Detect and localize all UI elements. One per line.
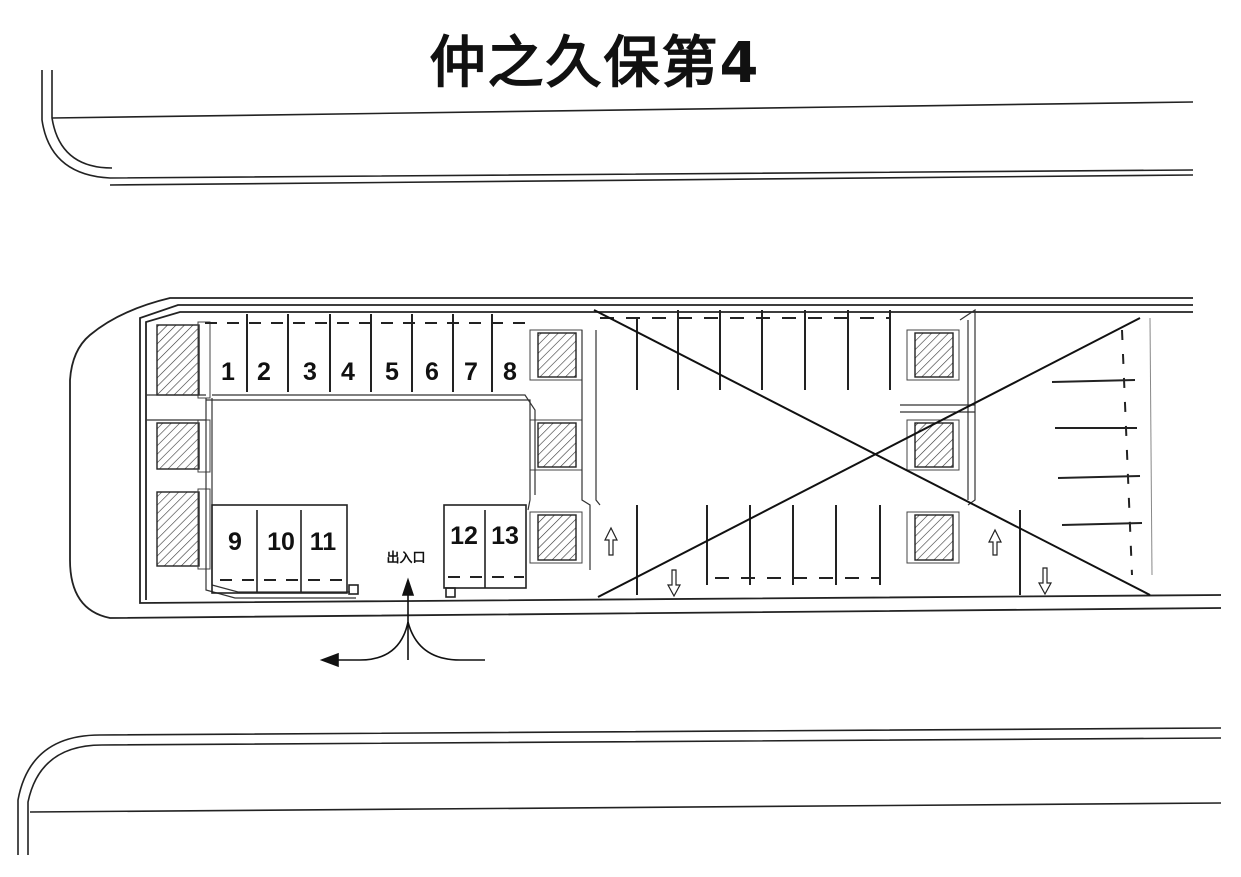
parking-space-4: 4 xyxy=(341,358,355,386)
parking-space-2: 2 xyxy=(257,358,271,386)
parking-space-numbers: 1 2 3 4 5 6 7 8 9 10 11 12 13 xyxy=(221,358,519,556)
parking-space-5: 5 xyxy=(385,358,399,386)
parking-space-12: 12 xyxy=(450,522,478,550)
lower-road xyxy=(17,727,1222,855)
parking-space-6: 6 xyxy=(425,358,439,386)
lot-boundary xyxy=(69,297,1222,619)
parking-space-9: 9 xyxy=(228,528,242,556)
parking-space-13: 13 xyxy=(491,522,519,550)
parking-space-8: 8 xyxy=(503,358,517,386)
traffic-arrows xyxy=(604,526,1053,598)
upper-road xyxy=(41,70,1194,186)
entrance-label: 出入口 xyxy=(386,550,425,566)
crossed-out-area xyxy=(593,309,1151,598)
storage-blocks xyxy=(156,324,954,567)
entrance-arrow xyxy=(319,577,485,668)
walkways xyxy=(146,308,976,599)
map-title: 仲之久保第4 xyxy=(429,31,761,96)
top-row-lines xyxy=(205,314,530,392)
parking-space-3: 3 xyxy=(303,358,317,386)
parking-space-11: 11 xyxy=(310,528,337,556)
parking-space-7: 7 xyxy=(464,358,478,386)
parking-space-10: 10 xyxy=(267,528,295,556)
right-parking-lines xyxy=(600,310,1153,595)
parking-space-1: 1 xyxy=(221,358,235,386)
lower-row-boxes xyxy=(211,504,527,598)
